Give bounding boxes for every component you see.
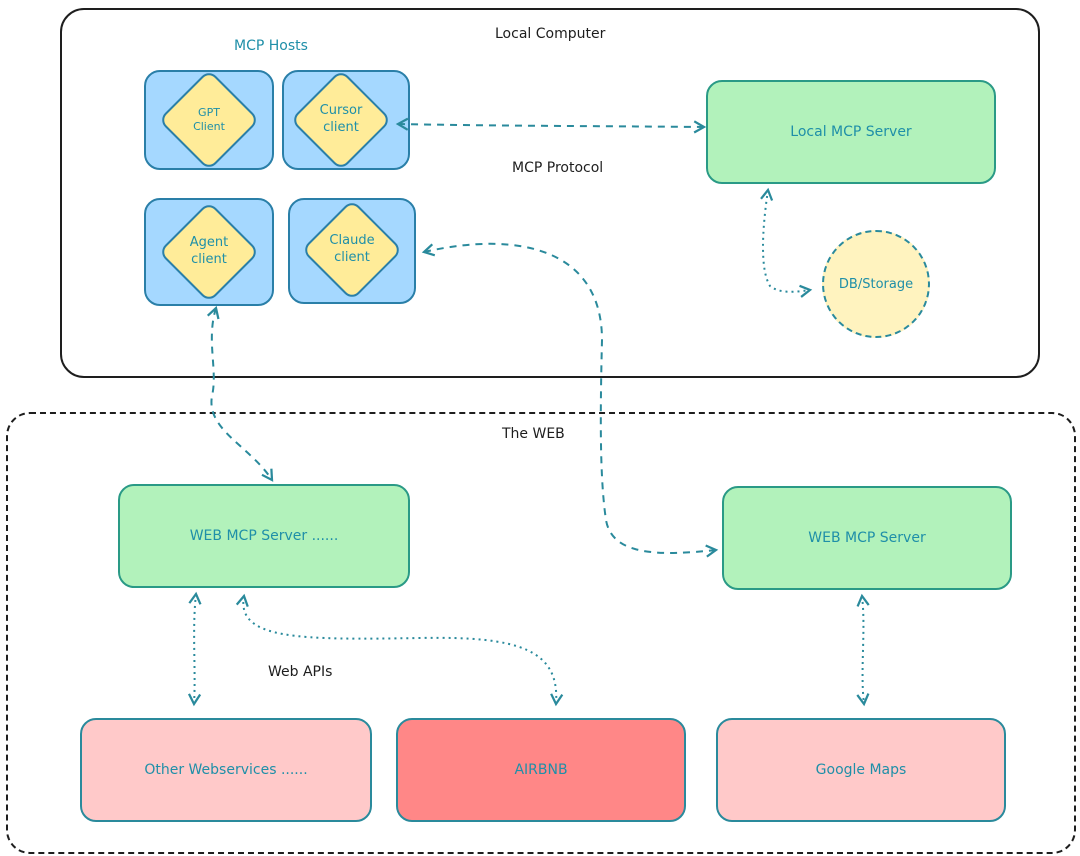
mcp-hosts-label: MCP Hosts bbox=[234, 38, 308, 54]
airbnb-box[interactable]: AIRBNB bbox=[396, 718, 686, 822]
web-mcp-server-right[interactable]: WEB MCP Server bbox=[722, 486, 1012, 590]
db-storage-label: DB/Storage bbox=[838, 276, 914, 292]
google-maps-box[interactable]: Google Maps bbox=[716, 718, 1006, 822]
cursor-client-label: Cursor client bbox=[319, 103, 363, 135]
web-mcp-server-left[interactable]: WEB MCP Server ...... bbox=[118, 484, 410, 588]
claude-client-label: Claude client bbox=[329, 233, 375, 265]
gpt-client-label: GPT Client bbox=[193, 105, 225, 133]
mcp-protocol-label: MCP Protocol bbox=[512, 160, 604, 176]
other-webservices-box[interactable]: Other Webservices ...... bbox=[80, 718, 372, 822]
other-webservices-label: Other Webservices ...... bbox=[144, 762, 308, 778]
local-computer-title: Local Computer bbox=[495, 26, 606, 42]
web-server-right-to-google-maps-arrow bbox=[856, 593, 870, 707]
agent-client-label: Agent client bbox=[189, 235, 229, 267]
google-maps-label: Google Maps bbox=[815, 762, 907, 778]
web-server-left-to-airbnb-arrow bbox=[235, 593, 564, 707]
airbnb-label: AIRBNB bbox=[514, 762, 568, 778]
cursor-to-local-server-arrow bbox=[395, 117, 707, 134]
agent-to-web-server-left-arrow bbox=[206, 305, 274, 482]
local-mcp-server-label: Local MCP Server bbox=[790, 124, 912, 140]
claude-to-web-server-right-arrow bbox=[421, 242, 719, 558]
local-mcp-server[interactable]: Local MCP Server bbox=[706, 80, 996, 184]
db-storage-circle[interactable]: DB/Storage bbox=[822, 230, 930, 338]
local-server-to-storage-arrow bbox=[760, 187, 813, 298]
web-mcp-server-right-label: WEB MCP Server bbox=[808, 530, 926, 546]
web-server-left-to-other-webservices-arrow bbox=[187, 591, 202, 707]
web-mcp-server-left-label: WEB MCP Server ...... bbox=[189, 528, 339, 544]
